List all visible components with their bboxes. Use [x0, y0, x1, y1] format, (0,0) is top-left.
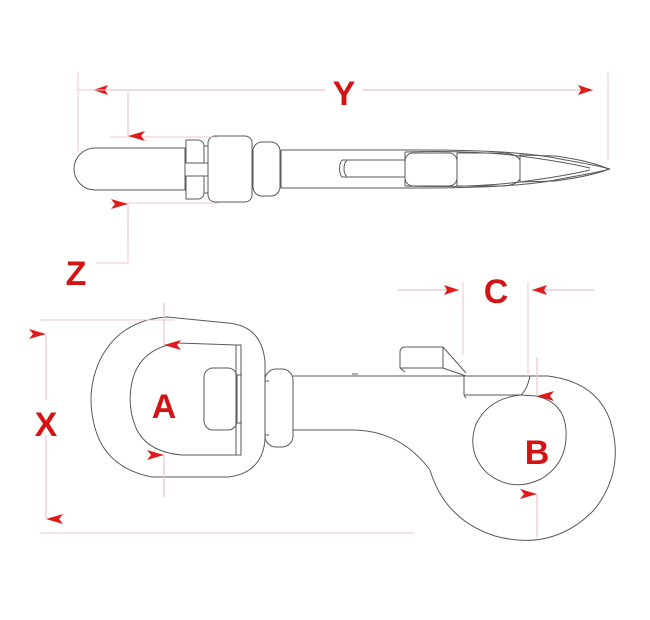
front-view-shank-bottom	[293, 429, 431, 471]
top-view-eye-bar	[73, 147, 186, 191]
dimension-a: A	[147, 303, 181, 497]
front-view-eye-outer	[90, 316, 266, 478]
front-view-swivel-collar	[264, 368, 294, 448]
dimension-y-extension-lines	[77, 72, 609, 160]
dimension-label-z: Z	[66, 255, 87, 293]
dimension-c: C	[398, 273, 594, 311]
dimension-label-b: B	[525, 434, 550, 472]
dimension-x: X	[29, 329, 63, 524]
dimension-y: Y	[93, 75, 593, 113]
front-view-eye-inner	[129, 342, 237, 456]
top-view-part	[73, 135, 611, 203]
front-view-hook-outer-curve	[429, 375, 616, 541]
dimension-c-extension-lines	[462, 282, 529, 378]
top-view-lower-lug	[185, 175, 205, 200]
dimension-label-x: X	[35, 406, 58, 444]
front-view-hook-inner-curve	[472, 394, 567, 486]
dimension-z: Z	[66, 92, 145, 293]
front-view-hook-point-round	[520, 375, 531, 396]
front-view-eye-inner-wall	[236, 344, 242, 456]
top-view-point-tip	[519, 154, 608, 183]
top-view-latch-bar	[339, 159, 406, 178]
top-view-collar	[252, 141, 281, 197]
top-view-shank-top-edge	[281, 149, 611, 170]
front-view-latch-left	[399, 346, 406, 373]
top-view-latch-cap-inner	[343, 160, 348, 177]
dimension-label-a: A	[152, 388, 177, 426]
top-view-swivel-block	[207, 135, 253, 203]
front-view-part	[90, 316, 616, 541]
front-view-eye-boss	[203, 367, 238, 431]
top-view-upper-lug	[185, 139, 205, 164]
dimension-z-extension-lines	[78, 89, 218, 264]
dimension-label-c: C	[484, 273, 509, 311]
dimension-label-y: Y	[333, 75, 356, 113]
dimension-x-extension-lines	[40, 319, 415, 534]
dimension-b: B	[520, 357, 554, 537]
